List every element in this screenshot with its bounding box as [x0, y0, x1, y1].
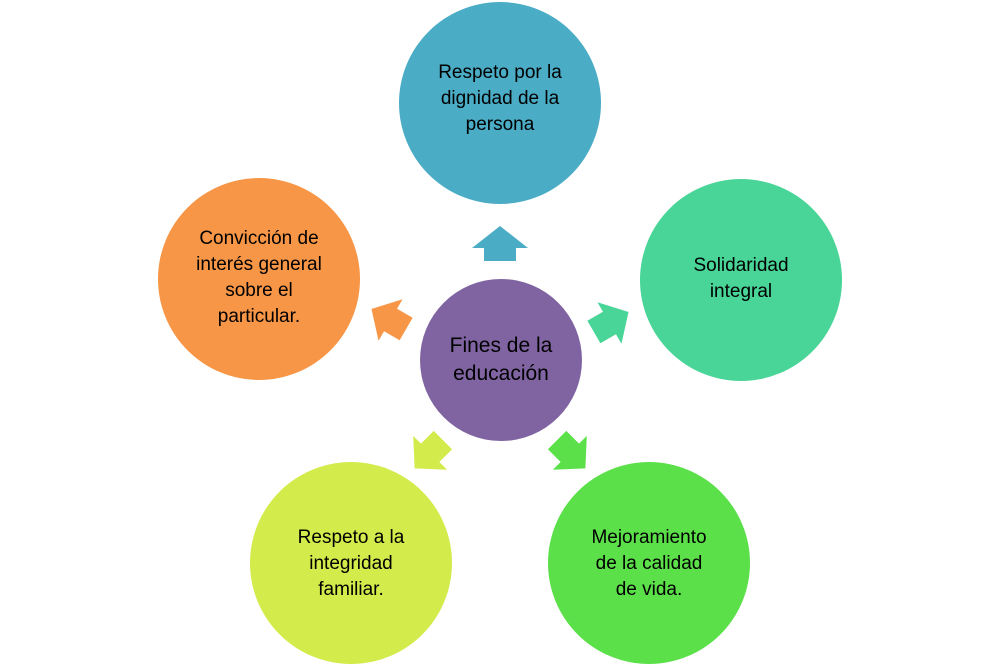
- node-bottom-right-line2: de la calidad: [595, 553, 703, 574]
- arrow-to-bottom-left: [413, 430, 453, 470]
- node-top-line2: dignidad de la: [440, 88, 560, 109]
- center-label-line2: educación: [453, 362, 549, 385]
- node-bottom-left-line2: integridad: [309, 553, 393, 574]
- node-bottom-left-line1: Respeto a la: [297, 527, 405, 548]
- arrow-to-top: [472, 226, 528, 261]
- node-bottom-right: Mejoramiento de la calidad de vida.: [548, 462, 750, 664]
- node-bottom-right-line3: de vida.: [615, 579, 683, 600]
- center-node: Fines de la educación: [420, 279, 582, 441]
- node-right: Solidaridad integral: [640, 179, 842, 381]
- node-left-line3: sobre el: [225, 280, 293, 301]
- node-top-line1: Respeto por la: [438, 62, 562, 83]
- center-label-line1: Fines de la: [449, 334, 553, 357]
- node-left: Convicción de interés general sobre el p…: [158, 178, 360, 380]
- node-top: Respeto por la dignidad de la persona: [399, 2, 601, 204]
- node-left-line2: interés general: [196, 254, 322, 275]
- arrow-to-right: [587, 302, 629, 344]
- node-bottom-left: Respeto a la integridad familiar.: [250, 462, 452, 664]
- arrow-to-left: [371, 299, 413, 341]
- node-right-line1: Solidaridad: [693, 255, 789, 276]
- node-bottom-right-line1: Mejoramiento: [591, 527, 707, 548]
- node-bottom-left-line3: familiar.: [318, 579, 384, 600]
- arrow-to-bottom-right: [547, 430, 587, 470]
- node-right-line2: integral: [709, 281, 773, 302]
- node-left-line1: Convicción de: [199, 228, 319, 249]
- node-top-line3: persona: [465, 114, 535, 135]
- node-left-line4: particular.: [217, 306, 301, 327]
